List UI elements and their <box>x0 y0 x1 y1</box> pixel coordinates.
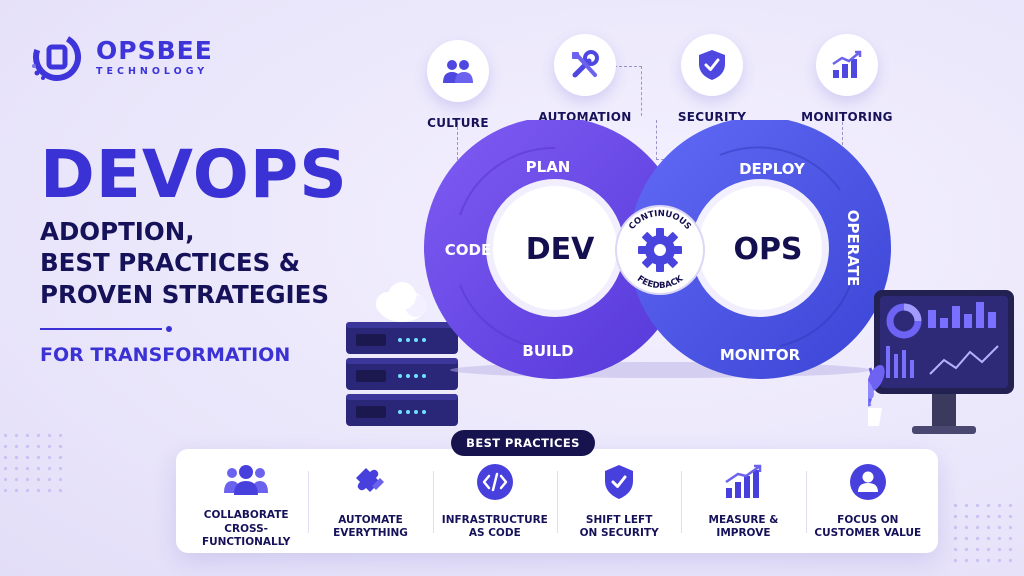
ops-label: OPS <box>733 232 802 267</box>
logo-mark-icon <box>28 28 86 86</box>
practice-label: AUTOMATE EVERYTHING <box>333 513 408 540</box>
subtitle-line-1: ADOPTION, <box>40 217 195 246</box>
stage-deploy: DEPLOY <box>739 160 806 178</box>
user-icon <box>849 463 887 502</box>
practice-label: INFRASTRUCTURE AS CODE <box>441 513 548 540</box>
headline-block: DEVOPS ADOPTION, BEST PRACTICES & PROVEN… <box>40 142 348 366</box>
stage-operate: OPERATE <box>844 210 862 286</box>
practice-collaborate[interactable]: COLLABORATE CROSS-FUNCTIONALLY <box>184 463 308 548</box>
dot-pattern-right <box>950 500 1020 570</box>
dev-label: DEV <box>526 232 595 267</box>
tools-icon <box>554 34 616 96</box>
stage-monitor: MONITOR <box>720 346 801 364</box>
growth-chart-icon <box>722 463 764 502</box>
best-practices-panel: COLLABORATE CROSS-FUNCTIONALLY AUTOMATE … <box>176 449 938 553</box>
practice-label: SHIFT LEFT ON SECURITY <box>579 513 659 540</box>
stage-plan: PLAN <box>526 158 571 176</box>
code-icon <box>476 463 514 502</box>
gear-icon <box>638 228 682 272</box>
practice-label: FOCUS ON CUSTOMER VALUE <box>814 513 922 540</box>
people-icon <box>427 40 489 102</box>
practice-label: COLLABORATE CROSS-FUNCTIONALLY <box>201 509 291 549</box>
practice-label: MEASURE & IMPROVE <box>708 513 779 540</box>
connector-automation <box>604 66 642 116</box>
stage-build: BUILD <box>522 342 573 360</box>
connector-monitoring <box>842 122 843 170</box>
bar-chart-icon <box>816 34 878 96</box>
practice-iac[interactable]: INFRASTRUCTURE AS CODE <box>432 463 557 541</box>
pillar-label: SECURITY <box>677 110 747 124</box>
divider <box>40 326 172 333</box>
connector-culture <box>457 122 458 170</box>
devops-infinity-loop: PLAN CODE BUILD DEPLOY OPERATE MONITOR D… <box>420 117 900 380</box>
best-practices-badge: BEST PRACTICES <box>451 430 595 456</box>
stage-code: CODE <box>445 241 491 259</box>
pillar-automation[interactable]: AUTOMATION <box>538 34 631 124</box>
practice-measure[interactable]: MEASURE & IMPROVE <box>681 463 805 541</box>
pillar-security[interactable]: SECURITY <box>672 34 752 124</box>
subtitle-line-4: FOR TRANSFORMATION <box>40 344 291 367</box>
practice-automate[interactable]: AUTOMATE EVERYTHING <box>308 463 432 541</box>
subtitle-line-3: PROVEN STRATEGIES <box>40 279 330 309</box>
pillar-monitoring[interactable]: MONITORING <box>800 34 894 124</box>
shield-check-icon <box>681 34 743 96</box>
pillar-label: MONITORING <box>801 110 893 124</box>
brand-name: OPSBEE <box>96 35 213 65</box>
practice-customer-value[interactable]: FOCUS ON CUSTOMER VALUE <box>805 463 930 541</box>
brand-tagline: TECHNOLOGY <box>96 65 209 77</box>
shield-check-icon <box>603 463 635 502</box>
pillar-label: CULTURE <box>427 116 489 130</box>
team-icon <box>223 463 269 497</box>
monitor-dashboard-illustration <box>858 288 1024 448</box>
server-stack-illustration <box>342 278 462 428</box>
puzzle-icon <box>352 463 388 502</box>
dot-pattern-left <box>0 430 70 500</box>
subtitle-line-2: BEST PRACTICES & <box>40 248 301 278</box>
pillar-culture[interactable]: CULTURE <box>418 40 498 130</box>
brand-logo[interactable]: OPSBEE TECHNOLOGY <box>28 28 213 86</box>
practice-shift-left[interactable]: SHIFT LEFT ON SECURITY <box>556 463 681 541</box>
page-title: DEVOPS <box>40 136 348 213</box>
continuous-feedback-hub: CONTINUOUS FEEDBACK <box>615 205 705 295</box>
